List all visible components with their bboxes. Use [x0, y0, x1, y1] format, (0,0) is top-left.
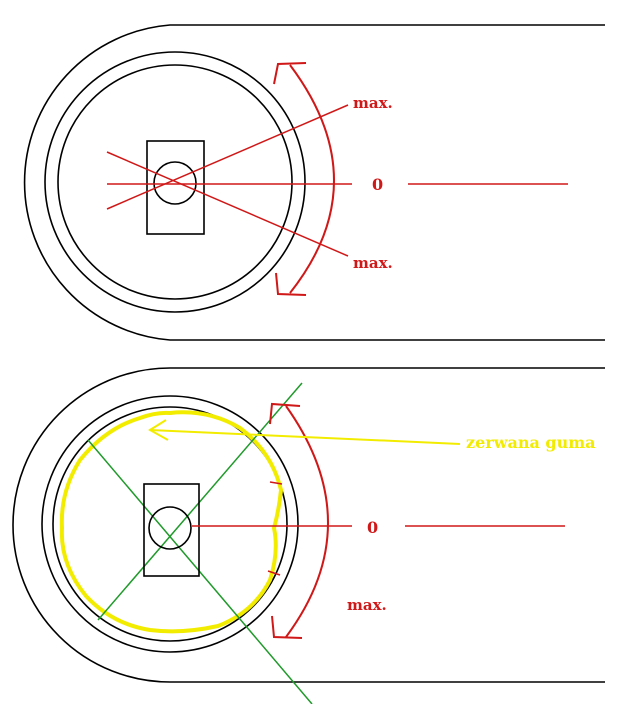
top-crank-arm-outline	[23, 24, 605, 341]
green-diagonal-line-b	[87, 439, 313, 704]
top-max-lower-line	[106, 151, 349, 257]
bottom-arc-arrowhead-up	[269, 402, 301, 425]
bottom-red-tick-lower	[267, 570, 281, 576]
top-label-max-lower: max.	[353, 254, 393, 272]
top-inner-ring	[57, 64, 293, 300]
top-label-max-upper: max.	[353, 94, 393, 112]
top-label-zero: 0	[372, 175, 383, 194]
top-axle-circle	[153, 161, 197, 205]
bottom-outer-ring	[41, 395, 299, 653]
bottom-arc-arrowhead-down	[271, 615, 303, 639]
top-arc-arrowhead-up	[273, 62, 307, 85]
bottom-red-tick-upper	[269, 481, 283, 485]
top-diagram: max. 0 max.	[23, 24, 605, 341]
annotation-arrow-line	[149, 429, 461, 445]
bottom-label-max: max.	[347, 596, 387, 614]
broken-rubber-ring	[59, 410, 284, 634]
bottom-crank-arm-outline	[12, 367, 605, 683]
bottom-block-rect	[143, 483, 200, 577]
bottom-label-zero: 0	[367, 518, 378, 537]
annotation-label: zerwana guma	[466, 433, 596, 452]
top-outer-ring	[44, 51, 306, 313]
green-diagonal-line-a	[97, 382, 303, 621]
top-max-upper-line	[106, 104, 349, 210]
top-arc-arrowhead-down	[275, 272, 307, 296]
top-swing-arc	[289, 64, 335, 294]
bottom-inner-ring	[52, 406, 288, 642]
annotation-arrowhead	[148, 419, 169, 441]
bottom-axle-circle	[148, 506, 192, 550]
top-block-rect	[146, 140, 205, 235]
bottom-diagram: 0 max. zerwana guma	[12, 367, 605, 704]
bottom-swing-arc	[285, 405, 329, 638]
